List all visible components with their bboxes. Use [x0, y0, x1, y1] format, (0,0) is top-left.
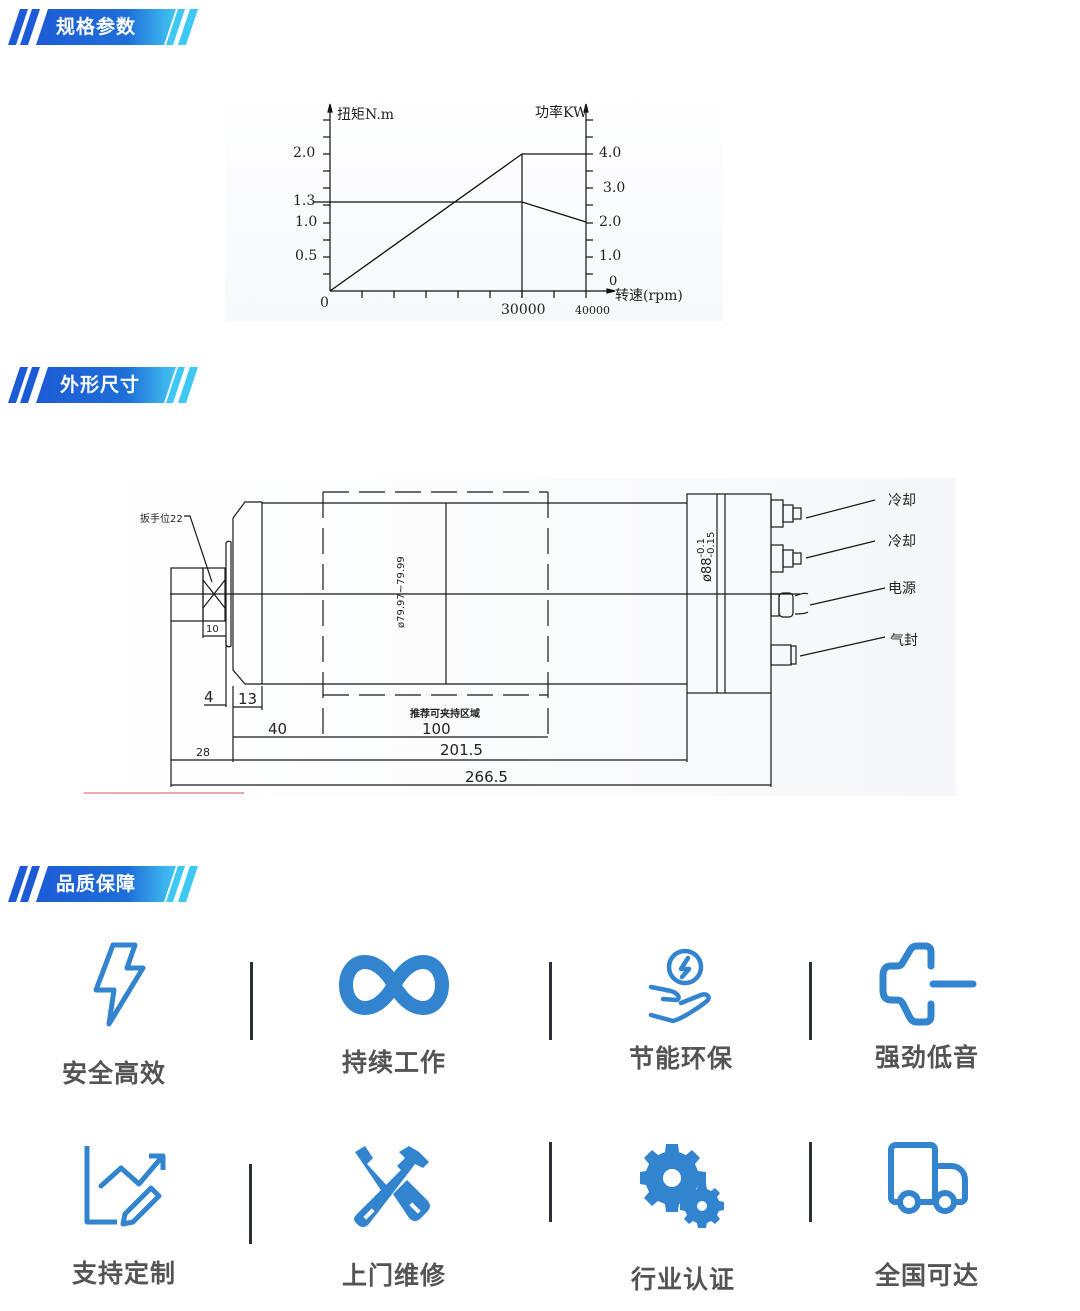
feature-energy-saving: 节能环保: [581, 943, 781, 1075]
port-air-seal-label: 气封: [890, 633, 918, 649]
section-banner-specs: 规格参数: [8, 9, 200, 45]
port-power-label: 电源: [888, 581, 916, 597]
lightning-icon: [93, 942, 146, 1027]
x-tick-40000: 40000: [575, 304, 610, 317]
port-cooling-1-label: 冷却: [888, 493, 916, 509]
dim-10: 10: [206, 624, 219, 635]
feature-onsite-repair: 上门维修: [294, 1142, 494, 1292]
feature-nationwide-delivery: 全国可达: [827, 1142, 1027, 1292]
dim-266-5: 266.5: [465, 768, 508, 786]
feature-label: 持续工作: [341, 1048, 446, 1077]
chart-pen-icon: [84, 1146, 166, 1227]
x-axis-label: 转速(rpm): [615, 288, 683, 304]
section-banner-quality: 品质保障: [8, 866, 200, 902]
section-banner-dimensions: 外形尺寸: [8, 367, 200, 403]
port-cooling-2-label: 冷却: [888, 534, 916, 550]
dim-4: 4: [204, 688, 214, 706]
chart-svg: [313, 103, 616, 298]
y-left-tick-2-0: 2.0: [293, 145, 316, 161]
cap-diameter-value: ø88: [700, 557, 715, 583]
feature-divider: [250, 962, 253, 1040]
feature-divider: [549, 962, 552, 1040]
y-right-tick-0: 0: [609, 274, 618, 289]
dim-201-5: 201.5: [440, 741, 483, 759]
section-title-quality: 品质保障: [56, 873, 137, 895]
banner-stripes-icon: [8, 9, 198, 45]
spindle-dimension-drawing: 扳手位22 10 4 13 40 28 推荐可夹持区域 100 201.5 26…: [80, 478, 956, 796]
y-left-tick-1-3: 1.3: [293, 193, 316, 209]
feature-label: 安全高效: [61, 1059, 166, 1088]
tools-icon: [354, 1146, 430, 1227]
infinity-icon: [339, 954, 449, 1016]
energy-hand-icon: [648, 948, 711, 1024]
y-right-tick-1-0: 1.0: [599, 248, 622, 264]
clamp-zone-label: 推荐可夹持区域: [410, 709, 480, 720]
feature-label: 节能环保: [628, 1044, 733, 1073]
section-title-dimensions: 外形尺寸: [60, 374, 141, 396]
origin-label: 0: [320, 295, 329, 311]
dim-13: 13: [238, 690, 258, 708]
y-left-tick-0-5: 0.5: [295, 248, 318, 264]
left-axis-label: 扭矩N.m: [337, 107, 395, 123]
torque-power-chart: 扭矩N.m 功率KW 2.0 1.3 1.0 0.5 4.0 3.0 2.0 1…: [225, 88, 723, 321]
banner-stripes-icon: [8, 866, 198, 902]
y-right-tick-4-0: 4.0: [599, 145, 622, 161]
section-title-specs: 规格参数: [56, 16, 137, 38]
feature-label: 上门维修: [341, 1261, 446, 1290]
feature-continuous-work: 持续工作: [294, 945, 494, 1079]
x-tick-30000: 30000: [501, 302, 546, 318]
feature-divider: [809, 962, 812, 1040]
feature-industry-certification: 行业认证: [583, 1142, 783, 1296]
cap-diameter-label: ø88-0.1-0.15: [696, 532, 717, 582]
right-axis-label: 功率KW: [535, 105, 588, 121]
feature-label: 行业认证: [630, 1265, 735, 1294]
dim-40: 40: [268, 720, 288, 738]
banner-stripes-icon: [8, 367, 198, 403]
y-right-tick-2-0: 2.0: [599, 214, 622, 230]
cap-tol-upper: -0.1: [695, 537, 707, 558]
feature-strong-low-noise: 强劲低音: [827, 942, 1027, 1074]
feature-divider: [249, 1164, 252, 1244]
feature-label: 全国可达: [874, 1261, 979, 1290]
feature-label: 支持定制: [71, 1259, 176, 1288]
drawing-svg: [84, 491, 886, 794]
feature-customization: 支持定制: [24, 1142, 224, 1290]
body-diameter-label: ø79.97~79.99: [396, 556, 407, 628]
feature-label: 强劲低音: [874, 1043, 979, 1072]
feature-divider: [809, 1142, 812, 1222]
wrench-position-label: 扳手位22: [140, 514, 183, 525]
cap-tol-lower: -0.15: [705, 531, 717, 558]
dim-100: 100: [422, 720, 451, 738]
y-left-tick-1-0: 1.0: [295, 214, 318, 230]
gears-icon: [640, 1144, 724, 1228]
feature-divider: [549, 1142, 552, 1222]
low-noise-icon: [879, 942, 977, 1026]
y-right-tick-3-0: 3.0: [603, 180, 626, 196]
truck-icon: [888, 1142, 968, 1214]
feature-safe-efficient: 安全高效: [14, 940, 214, 1090]
dim-28: 28: [196, 746, 210, 759]
